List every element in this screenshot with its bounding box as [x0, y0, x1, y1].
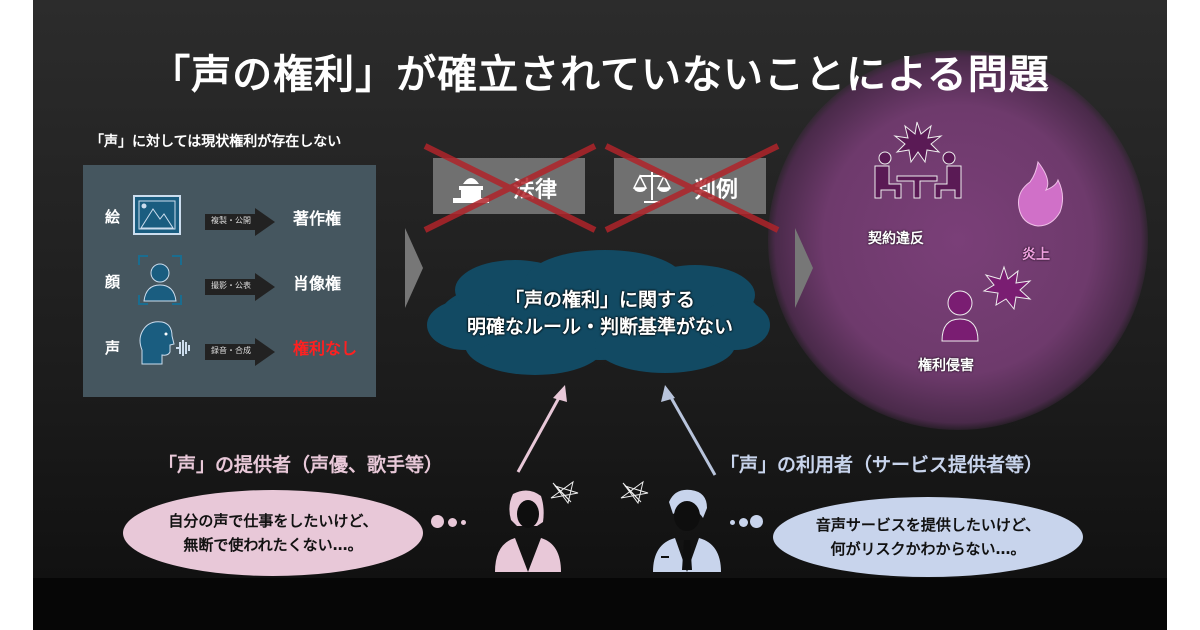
row-label: 絵 [105, 208, 121, 226]
thought-dot [448, 518, 457, 527]
problem-infringement-label: 権利侵害 [918, 358, 974, 374]
thought-dot [461, 520, 466, 525]
picture-icon [133, 195, 181, 235]
flame-icon [1018, 160, 1064, 227]
provider-speech-bubble: 自分の声で仕事をしたいけど、無断で使われたくない…。 [123, 490, 423, 576]
cloud-text: 「声の権利」に関する 明確なルール・判断基準がない [425, 287, 775, 341]
problem-glow [768, 50, 1148, 430]
bottom-band [33, 578, 1167, 630]
row-label: 顔 [105, 273, 121, 291]
thought-dot [431, 515, 444, 528]
user-heading: 「声」の利用者（サービス提供者等） [720, 454, 1044, 476]
provider-heading: 「声」の提供者（声優、歌手等） [158, 454, 444, 476]
provider-line-2: 無断で使われたくない…。 [183, 536, 363, 554]
thought-dot [739, 518, 748, 527]
arrow-icon [205, 338, 275, 366]
diagram-canvas: 「声の権利」が確立されていないことによる問題 「声」に対しては現状権利が存在しな… [33, 0, 1167, 630]
thought-dot [730, 520, 735, 525]
rights-panel: 絵 複製・公開 著作権 顔 撮影・公表 肖像権 声 録音・合成 権利なし [83, 165, 376, 397]
row-result-no-rights: 権利なし [293, 339, 358, 358]
thought-dot [750, 515, 763, 528]
row-action: 複製・公開 [211, 216, 251, 225]
capitol-icon [453, 170, 489, 203]
connector-arrows [516, 385, 717, 476]
page-title: 「声の権利」が確立されていないことによる問題 [150, 52, 1050, 98]
confused-scribble-icons [550, 480, 649, 505]
arrow-icon [205, 273, 275, 301]
voice-icon [139, 321, 190, 365]
user-speech-bubble: 音声サービスを提供したいけど、何がリスクかわからない…。 [773, 497, 1083, 577]
row-label: 声 [105, 339, 121, 357]
female-provider-icon [495, 490, 561, 572]
face-icon [138, 255, 182, 305]
arrow-icon [205, 208, 275, 236]
user-line-2: 何がリスクかわからない…。 [830, 540, 1026, 558]
problem-flame-label: 炎上 [1022, 247, 1050, 263]
provider-line-1: 自分の声で仕事をしたいけど、 [168, 512, 378, 530]
chevron-right-icon [405, 228, 423, 308]
panel-subtitle: 「声」に対しては現状権利が存在しない [90, 134, 342, 150]
problem-contract-label: 契約違反 [868, 231, 924, 247]
user-line-1: 音声サービスを提供したいけど、 [815, 516, 1041, 534]
infringement-icon [941, 265, 1032, 342]
male-user-icon [653, 489, 721, 572]
scales-icon [632, 172, 672, 203]
row-action: 録音・合成 [211, 346, 251, 355]
cloud-shape [427, 250, 770, 375]
contract-dispute-icon [874, 121, 962, 199]
row-result: 著作権 [293, 209, 342, 228]
cloud-line-2: 明確なルール・判断基準がない [466, 316, 733, 338]
cross-out-marks [423, 143, 780, 233]
cloud-line-1: 「声の権利」に関する [504, 289, 695, 311]
row-action: 撮影・公表 [211, 281, 251, 290]
row-result: 肖像権 [293, 274, 342, 293]
